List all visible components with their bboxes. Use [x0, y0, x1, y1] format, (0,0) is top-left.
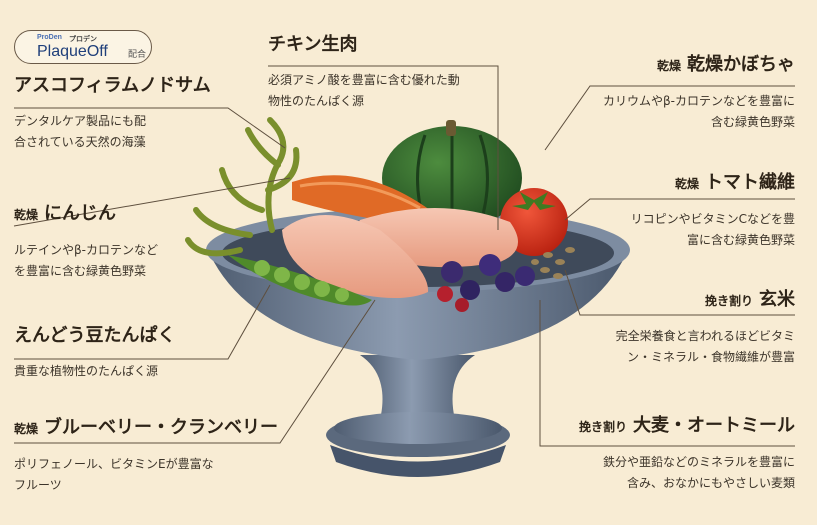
ingredient-carrot: 乾燥にんじん ルテインやβ-カロテンなど を豊富に含む緑黄色野菜: [14, 203, 158, 282]
ingredient-title: 乾燥トマト繊維: [631, 172, 795, 195]
ingredient-prefix: 挽き割り: [578, 420, 627, 434]
ingredient-name: 玄米: [759, 289, 795, 310]
brand-small-jp-label: プロデン: [69, 36, 97, 43]
ingredient-title: アスコフィラムノドサム: [14, 75, 211, 96]
ingredient-desc: 必須アミノ酸を豊富に含む優れた動 物性のたんぱく源: [268, 70, 460, 112]
ingredient-title: 挽き割り玄米: [616, 289, 795, 312]
brand-small-label: ProDen: [37, 34, 62, 41]
desc-line: 含む緑黄色野菜: [710, 115, 795, 129]
desc-line: 含み、おなかにもやさしい麦類: [626, 476, 795, 490]
ingredient-seaweed: アスコフィラムノドサム デンタルケア製品にも配 合されている天然の海藻: [14, 75, 211, 153]
plaqueoff-badge: ProDen プロデン PlaqueOff 配合: [14, 30, 152, 64]
ingredient-name: にんじん: [44, 203, 117, 224]
ingredient-title: 乾燥にんじん: [14, 203, 158, 226]
desc-line: を豊富に含む緑黄色野菜: [14, 264, 147, 278]
ingredient-desc: 完全栄養食と言われるほどビタミ ン・ミネラル・食物繊維が豊富: [616, 326, 795, 368]
ingredient-prefix: 乾燥: [656, 59, 681, 73]
grain-icon: [531, 247, 575, 279]
ingredient-prefix: 乾燥: [14, 208, 39, 222]
pea-pod-icon: [228, 255, 372, 306]
berry-icon: [437, 254, 535, 312]
ingredient-name: 乾燥かぼちゃ: [687, 54, 795, 75]
ingredient-berry: 乾燥ブルーベリー・クランベリー ポリフェノール、ビタミンEが豊富な フルーツ: [14, 417, 278, 496]
ingredient-desc: ポリフェノール、ビタミンEが豊富な フルーツ: [14, 454, 278, 496]
mix-label: 配合: [128, 50, 147, 60]
desc-line: 貴重な植物性のたんぱく源: [14, 364, 159, 378]
desc-line: ポリフェノール、ビタミンEが豊富な: [14, 457, 214, 471]
ingredient-desc: リコピンやビタミンCなどを豊 富に含む緑黄色野菜: [631, 209, 795, 251]
ingredient-chicken: チキン生肉 必須アミノ酸を豊富に含む優れた動 物性のたんぱく源: [268, 34, 460, 112]
ingredient-tomato: 乾燥トマト繊維 リコピンやビタミンCなどを豊 富に含む緑黄色野菜: [631, 172, 795, 251]
ingredient-desc: ルテインやβ-カロテンなど を豊富に含む緑黄色野菜: [14, 240, 158, 282]
carrot-icon: [292, 175, 430, 223]
desc-line: リコピンやビタミンCなどを豊: [630, 212, 795, 226]
desc-line: ン・ミネラル・食物繊維が豊富: [626, 350, 795, 364]
ingredient-prefix: 挽き割り: [704, 294, 753, 308]
ingredient-title: えんどう豆たんぱく: [14, 325, 176, 346]
desc-line: 合されている天然の海藻: [14, 135, 146, 149]
ingredient-title: 乾燥ブルーベリー・クランベリー: [14, 417, 278, 440]
ingredient-desc: カリウムやβ-カロテンなどを豊富に 含む緑黄色野菜: [603, 91, 795, 133]
ingredient-pumpkin: 乾燥乾燥かぼちゃ カリウムやβ-カロテンなどを豊富に 含む緑黄色野菜: [603, 54, 795, 133]
ingredient-desc: デンタルケア製品にも配 合されている天然の海藻: [14, 111, 211, 153]
ingredient-desc: 鉄分や亜鉛などのミネラルを豊富に 含み、おなかにもやさしい麦類: [579, 452, 795, 494]
ingredient-title: チキン生肉: [268, 34, 358, 55]
seaweed-icon: [185, 117, 300, 257]
ingredient-prefix: 乾燥: [674, 177, 699, 191]
ingredient-pea: えんどう豆たんぱく 貴重な植物性のたんぱく源: [14, 325, 175, 382]
ingredient-name: 大麦・オートミール: [633, 415, 795, 436]
ingredient-prefix: 乾燥: [14, 422, 39, 436]
ingredient-desc: 貴重な植物性のたんぱく源: [14, 361, 175, 382]
ingredient-barley: 挽き割り大麦・オートミール 鉄分や亜鉛などのミネラルを豊富に 含み、おなかにもや…: [579, 415, 795, 494]
brand-logo-text: PlaqueOff: [37, 43, 108, 60]
ingredient-title: 乾燥乾燥かぼちゃ: [603, 54, 795, 77]
desc-line: フルーツ: [14, 478, 62, 492]
ingredient-rice: 挽き割り玄米 完全栄養食と言われるほどビタミ ン・ミネラル・食物繊維が豊富: [616, 289, 795, 368]
ingredient-name: トマト繊維: [705, 172, 795, 193]
leader-lines: [13, 65, 795, 447]
desc-line: 完全栄養食と言われるほどビタミ: [615, 329, 795, 343]
desc-line: ルテインやβ-カロテンなど: [14, 243, 158, 257]
desc-line: 富に含む緑黄色野菜: [686, 233, 795, 247]
ingredient-name: ブルーベリー・クランベリー: [44, 417, 279, 438]
desc-line: デンタルケア製品にも配: [14, 114, 147, 128]
desc-line: カリウムやβ-カロテンなどを豊富に: [603, 94, 795, 108]
desc-line: 必須アミノ酸を豊富に含む優れた動: [268, 73, 460, 87]
chicken-icon: [282, 207, 518, 299]
desc-line: 物性のたんぱく源: [268, 94, 365, 108]
ingredient-title: 挽き割り大麦・オートミール: [579, 415, 795, 438]
desc-line: 鉄分や亜鉛などのミネラルを豊富に: [602, 455, 795, 469]
